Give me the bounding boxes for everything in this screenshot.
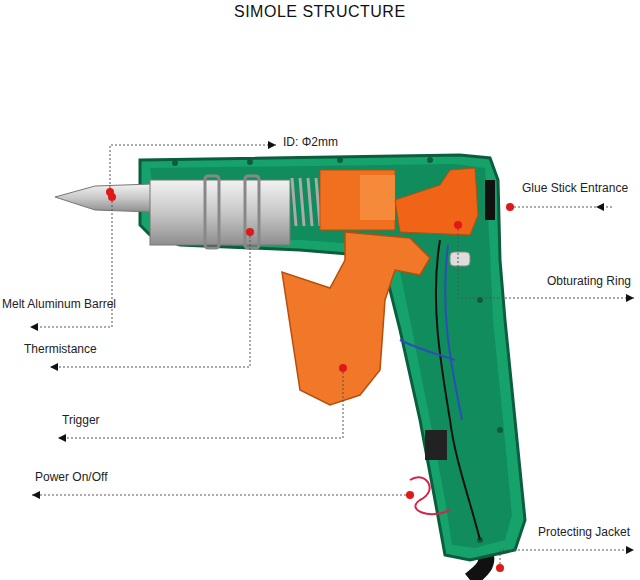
sleeve-end bbox=[360, 175, 395, 220]
glue-sleeve bbox=[320, 170, 395, 230]
part-label: Trigger bbox=[62, 413, 100, 427]
spring bbox=[292, 178, 320, 226]
trigger bbox=[282, 232, 430, 405]
part-label: ID: Φ2mm bbox=[283, 135, 338, 149]
part-label: Thermistance bbox=[24, 342, 97, 356]
anchor-dots bbox=[106, 188, 514, 572]
nozzle bbox=[55, 184, 152, 212]
part-label: Melt Aluminum Barrel bbox=[2, 297, 116, 311]
part-label: Obturating Ring bbox=[547, 274, 631, 288]
leader-arrowheads bbox=[30, 141, 634, 554]
leader-lines bbox=[30, 145, 634, 568]
housing-inner bbox=[150, 164, 512, 548]
part-label: Power On/Off bbox=[35, 470, 107, 484]
power-switch bbox=[425, 430, 447, 460]
feed-clamp bbox=[395, 168, 478, 235]
gun-housing bbox=[140, 155, 525, 560]
obturating-ring bbox=[450, 252, 470, 266]
internal-wires bbox=[400, 240, 480, 540]
part-label: Glue Stick Entrance bbox=[522, 181, 628, 195]
part-label: Protecting Jacket bbox=[538, 525, 630, 539]
diagram-title: SIMOLE STRUCTURE bbox=[234, 2, 406, 22]
stick-entrance bbox=[485, 180, 495, 220]
heater-clips bbox=[205, 176, 259, 248]
